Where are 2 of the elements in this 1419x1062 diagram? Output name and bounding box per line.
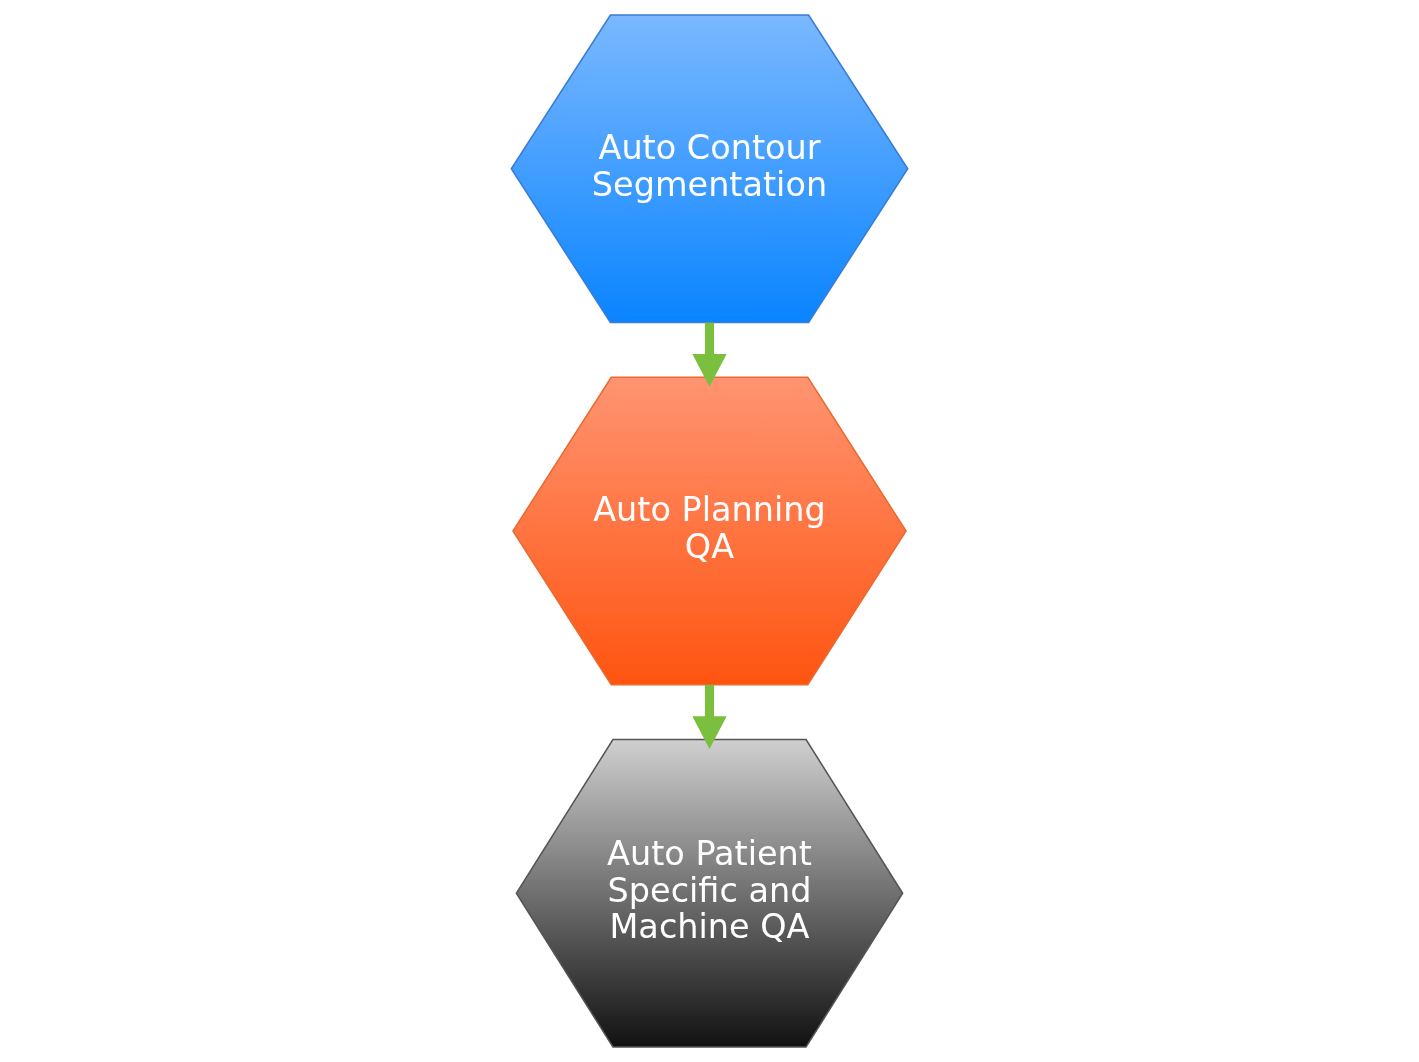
arrow xyxy=(692,322,727,387)
arrow xyxy=(692,684,727,749)
